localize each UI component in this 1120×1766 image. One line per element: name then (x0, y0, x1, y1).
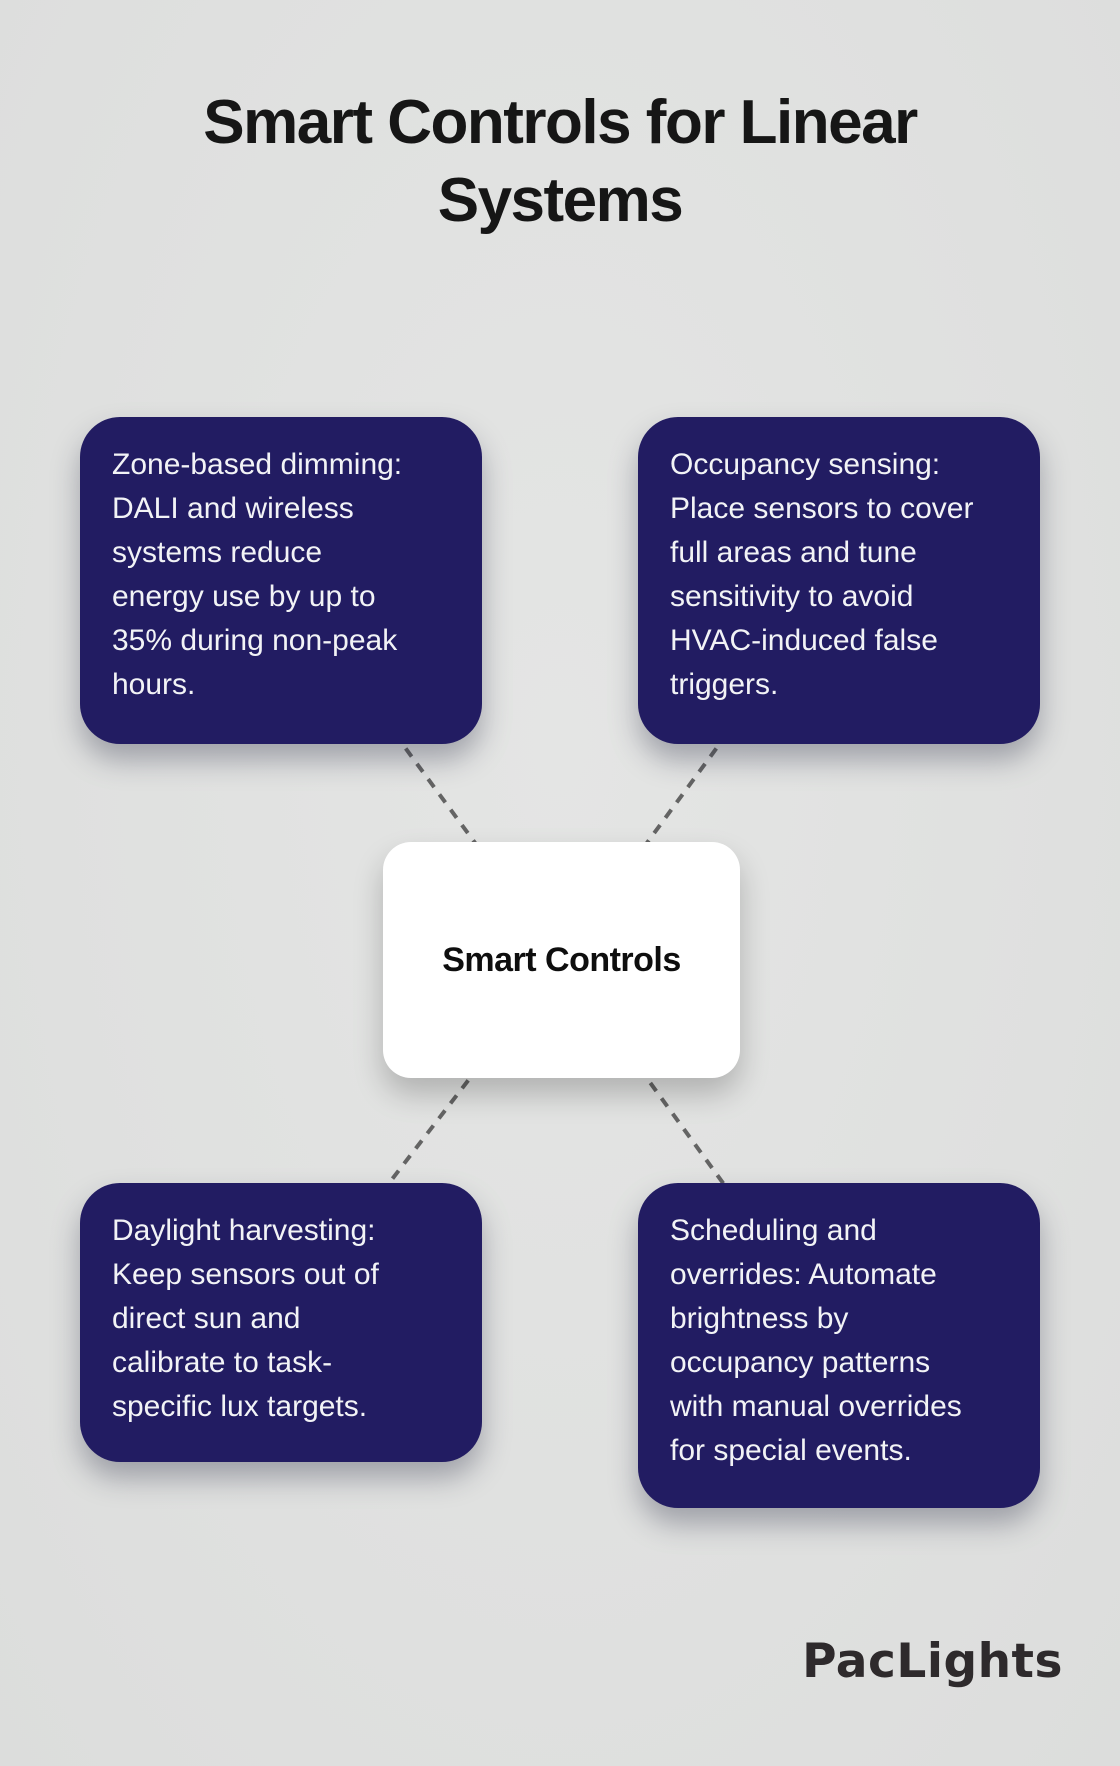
center-node-label: Smart Controls (442, 940, 681, 979)
page-title: Smart Controls for Linear Systems (203, 88, 918, 235)
node-daylight-harvesting: Daylight harvesting: Keep sensors out of… (80, 1183, 482, 1462)
node-zone-based-dimming: Zone-based dimming: DALI and wireless sy… (80, 417, 482, 744)
node-occupancy-sensing: Occupancy sensing: Place sensors to cove… (638, 417, 1040, 744)
node-zone-based-dimming-text: Zone-based dimming: DALI and wireless sy… (112, 448, 403, 701)
center-node-smart-controls: Smart Controls (383, 842, 740, 1078)
node-occupancy-sensing-text: Occupancy sensing: Place sensors to cove… (670, 448, 974, 701)
node-daylight-harvesting-text: Daylight harvesting: Keep sensors out of… (112, 1214, 379, 1423)
node-scheduling-overrides: Scheduling and overrides: Automate brigh… (638, 1183, 1040, 1508)
node-scheduling-overrides-text: Scheduling and overrides: Automate brigh… (670, 1214, 962, 1467)
paclights-logo: PacLights (802, 1634, 1063, 1689)
